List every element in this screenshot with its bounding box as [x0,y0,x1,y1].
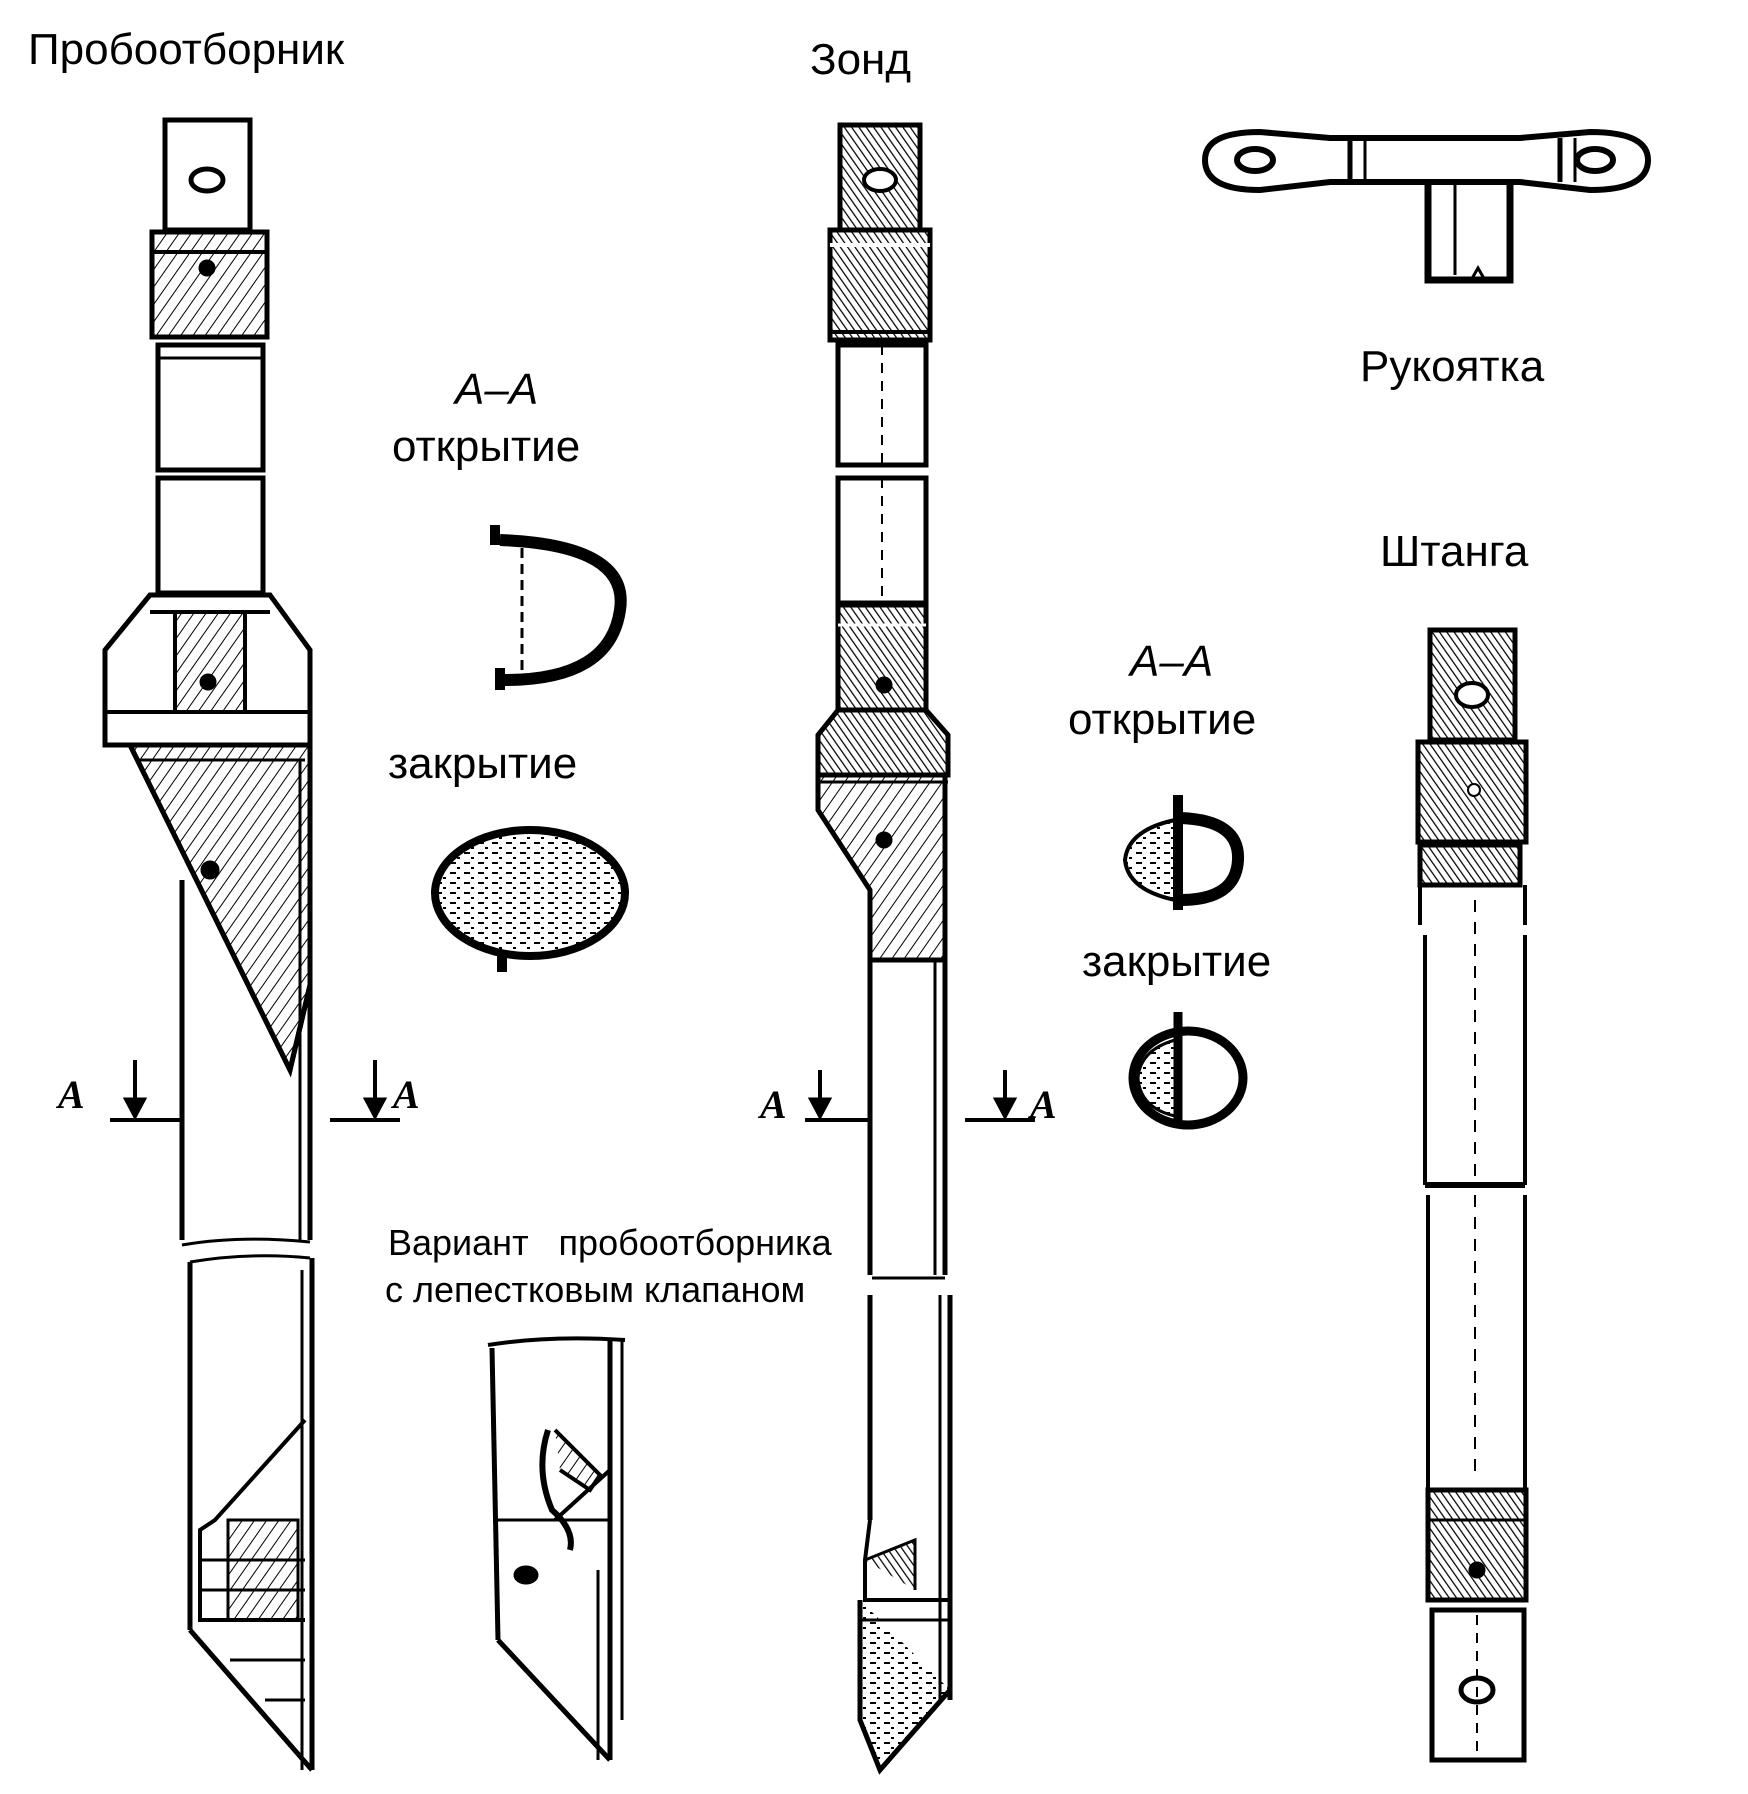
variant-caption-line2: с лепестковым клапаном [385,1269,806,1310]
section-right-title: А–А [1130,637,1214,686]
section-mark-probe-left: А [760,1082,787,1127]
section-right-closed-label: закрытие [1082,937,1272,986]
variant-caption-line1: Вариант пробоотборника [388,1222,832,1263]
section-right-open-shape [1122,795,1245,910]
probe-title: Зонд [810,35,912,84]
handle-drawing [1201,128,1652,284]
section-right-open-label: открытие [1068,695,1257,744]
probe-drawing [805,122,1035,1775]
section-left-closed-shape [431,826,629,972]
section-mark-sampler-left: А [58,1072,85,1117]
section-left-title: А–А [455,365,539,414]
handle-title: Рукоятка [1360,342,1545,391]
rod-title: Штанга [1380,527,1529,576]
section-left-open-label: открытие [392,422,581,471]
section-mark-probe-right: А [1030,1082,1057,1127]
sampler-drawing [102,117,400,1772]
variant-sampler-drawing [487,1336,626,1762]
section-left-open-shape [490,525,627,690]
section-mark-sampler-right: А [393,1072,420,1117]
section-right-closed-shape [1128,1012,1248,1130]
rod-drawing [1415,627,1529,1763]
sampler-title: Пробоотборник [28,25,345,74]
section-left-closed-label: закрытие [388,739,578,788]
